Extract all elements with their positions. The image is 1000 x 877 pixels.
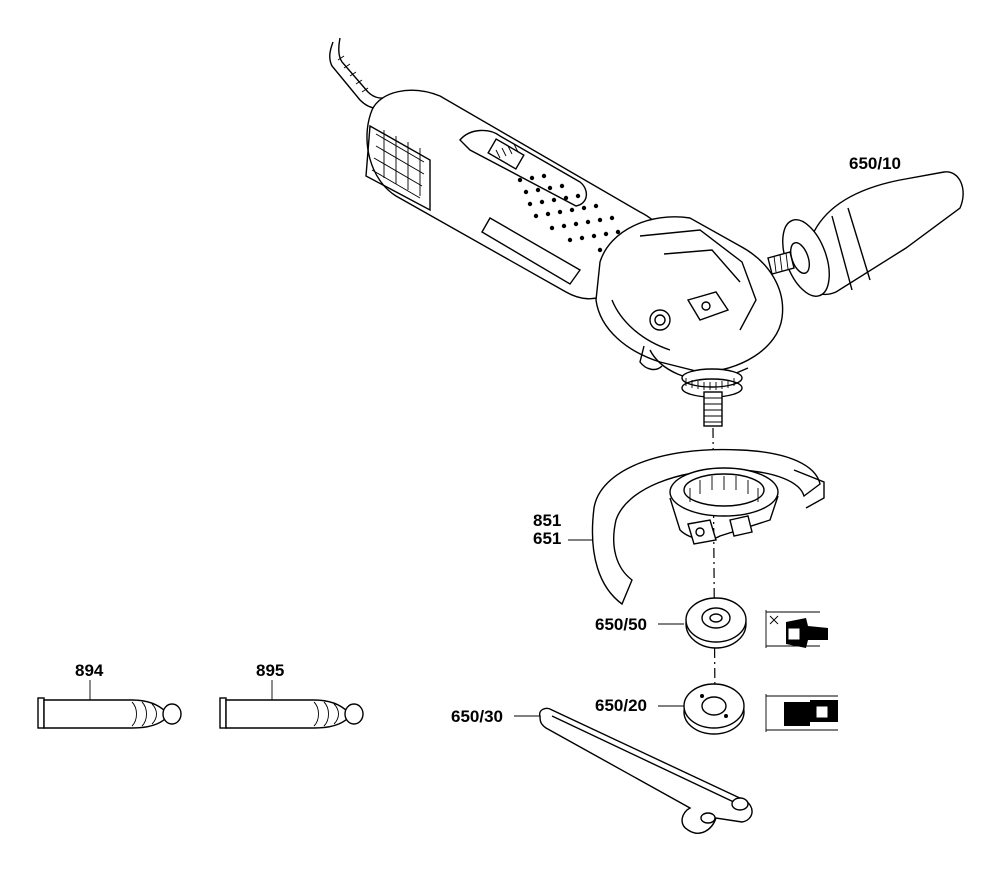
part-label-650-30: 650/30 [451,707,503,726]
grease-tube-894 [37,680,182,729]
part-label-650-10: 650/10 [849,154,901,173]
pin-wrench [514,707,753,834]
clamping-nut [658,683,838,735]
wheel-guard [568,448,825,606]
part-label-650-50: 650/50 [595,615,647,634]
part-label-894: 894 [75,661,104,680]
part-label-650-20: 650/20 [595,696,647,715]
grease-tube-895 [219,680,364,729]
part-label-895: 895 [256,661,285,680]
angle-grinder-body [329,37,784,427]
mounting-flange [658,597,828,649]
side-handle [767,171,964,297]
part-label-651: 651 [533,529,562,548]
part-label-851: 851 [533,511,562,530]
